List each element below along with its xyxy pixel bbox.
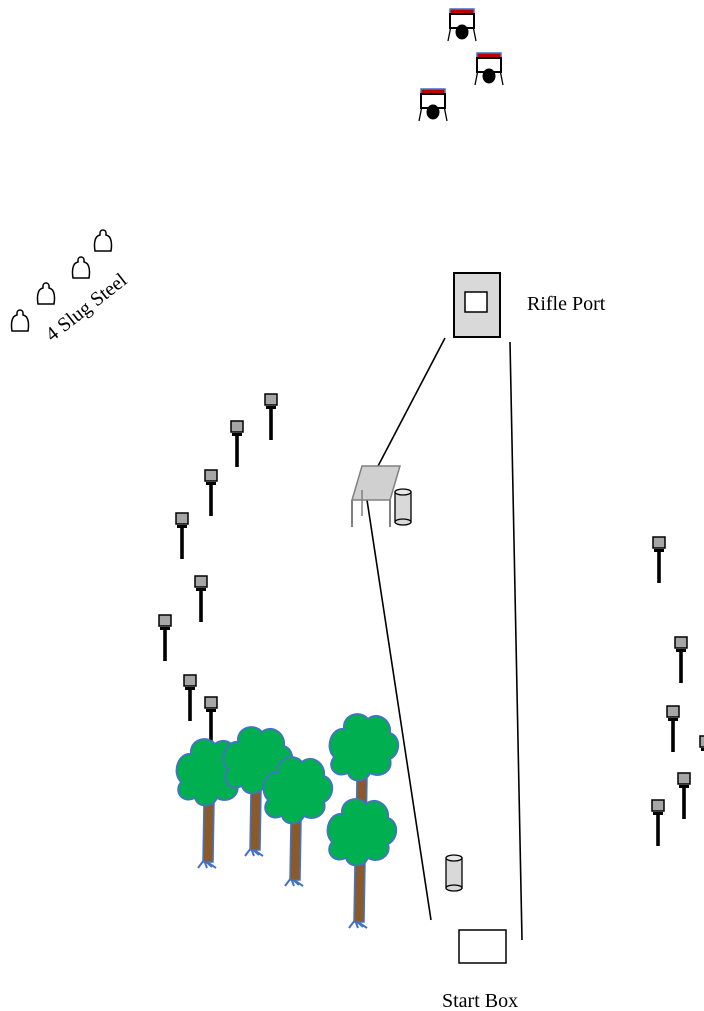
popper-target-icon — [264, 393, 278, 441]
barrel-icon — [394, 488, 412, 526]
table-icon — [350, 465, 402, 527]
popper-target-icon — [204, 469, 218, 517]
steel-silhouette-icon — [93, 229, 113, 252]
right-popper-targets — [651, 536, 704, 847]
popper-target-icon — [230, 420, 244, 468]
fault-line — [366, 499, 432, 921]
distant-steel-target-icon — [474, 52, 504, 86]
popper-target-icon — [674, 636, 688, 684]
tree-icon — [326, 798, 398, 929]
barrel-icon — [445, 854, 463, 892]
popper-target-icon — [699, 735, 704, 783]
popper-target-icon — [183, 674, 197, 722]
trees — [175, 713, 400, 929]
rifle-port-label: Rifle Port — [527, 293, 606, 315]
distant-steel-target-icon — [418, 88, 448, 122]
steel-silhouette-icon — [10, 309, 30, 332]
popper-target-icon — [194, 575, 208, 623]
popper-target-icon — [651, 799, 665, 847]
popper-target-icon — [204, 696, 218, 744]
popper-target-icon — [158, 614, 172, 662]
left-popper-targets — [158, 393, 278, 744]
popper-target-icon — [677, 772, 691, 820]
steel-silhouette-icon — [71, 256, 91, 279]
tree-icon — [262, 756, 334, 887]
popper-target-icon — [666, 705, 680, 753]
stage-boundary-lines — [366, 337, 523, 941]
distant-steel-target-icon — [447, 8, 477, 42]
fault-line — [509, 341, 523, 941]
start-box — [458, 929, 507, 964]
popper-target-icon — [175, 512, 189, 560]
slug-steel-label: 4 Slug Steel — [42, 269, 132, 346]
steel-silhouette-icon — [36, 282, 56, 305]
start-box-label: Start Box — [442, 990, 518, 1011]
fault-line — [376, 337, 446, 469]
popper-target-icon — [652, 536, 666, 584]
distant-targets — [418, 8, 504, 122]
rifle-port — [453, 272, 501, 338]
